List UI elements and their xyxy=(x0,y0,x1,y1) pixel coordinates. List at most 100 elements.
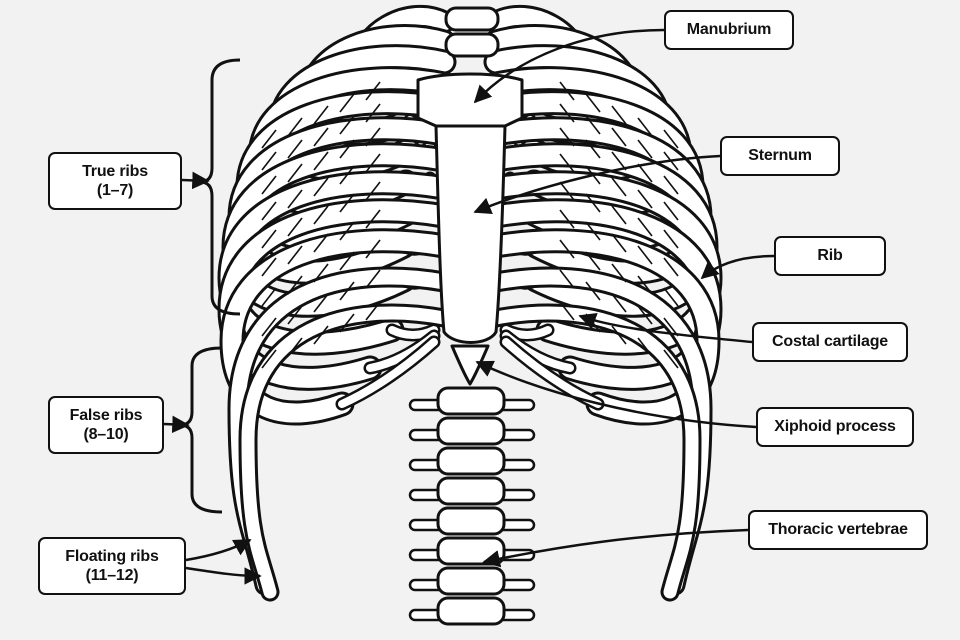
rib-shading-line xyxy=(637,245,653,265)
rib-shading-line xyxy=(611,127,627,147)
rib-10-left xyxy=(222,231,454,423)
xiphoid-process xyxy=(450,344,490,386)
rib-shading-line xyxy=(313,205,329,225)
false-ribs-bracket xyxy=(179,346,223,514)
rib-shading-line xyxy=(559,127,575,147)
rib-10-right xyxy=(486,231,718,423)
rib-shading-line xyxy=(559,209,575,229)
floating-ribs-name: Floating ribs xyxy=(65,547,159,565)
floating-ribs-pointer-upper xyxy=(185,538,252,562)
rib-shading-line xyxy=(559,301,575,321)
rib-shading-line xyxy=(339,251,355,271)
manubrium xyxy=(416,72,524,128)
rib-shading-line xyxy=(287,139,303,159)
rib-shading-line xyxy=(313,325,329,345)
rib-shading-line xyxy=(261,257,277,277)
rib-shading-line xyxy=(611,293,627,313)
thoracic-vertebrae-pointer xyxy=(482,528,749,568)
rib-shading-line xyxy=(261,175,277,195)
ribs-group xyxy=(217,5,723,602)
vertebra-body xyxy=(436,596,506,626)
rib-shading-line xyxy=(637,139,653,159)
upper-vertebra xyxy=(444,6,500,32)
rib-shading-line xyxy=(611,233,627,253)
rib-shading-line xyxy=(261,201,277,221)
rib-shading-line xyxy=(339,93,355,113)
rib-shading-line xyxy=(313,233,329,253)
costal-cartilage-label: Costal cartilage xyxy=(752,322,908,362)
rib-shading-line xyxy=(585,281,601,301)
sternum-body xyxy=(434,124,507,344)
rib-shading-line xyxy=(261,317,277,337)
rib-shading-line xyxy=(339,165,355,185)
rib-shading-line xyxy=(287,245,303,265)
manubrium-pointer xyxy=(473,28,665,104)
rib-shading-line xyxy=(287,163,303,183)
false-ribs-name: False ribs xyxy=(69,406,143,424)
rib-shading-line xyxy=(611,325,627,345)
rib-shading-line xyxy=(637,217,653,237)
sternum-pointer xyxy=(473,154,721,215)
rib-shading-line xyxy=(637,189,653,209)
rib-shading-line xyxy=(585,251,601,271)
rib-shading-line xyxy=(261,349,277,369)
rib-shading-line xyxy=(663,287,679,307)
rib-shading-line xyxy=(287,337,303,357)
rib-shading-line xyxy=(559,239,575,259)
rib-10-right-cartilage xyxy=(502,338,602,408)
rib-shading-line xyxy=(313,105,329,125)
rib-shading-line xyxy=(637,117,653,137)
false-ribs-range: (8–10) xyxy=(83,426,129,443)
rib-shading-line xyxy=(287,217,303,237)
rib-shading-line xyxy=(637,337,653,357)
rib-label: Rib xyxy=(774,236,886,276)
rib-shading-line xyxy=(339,313,355,333)
rib-shading-line xyxy=(365,127,381,147)
vertebra-body xyxy=(436,386,506,416)
rib-shading-line xyxy=(637,275,653,295)
true-ribs-range: (1–7) xyxy=(96,182,134,199)
rib-shading-line xyxy=(365,153,381,173)
rib-12-right xyxy=(489,306,699,599)
rib-shading-line xyxy=(585,139,601,159)
vertebra-body xyxy=(436,506,506,536)
rib-shading-line xyxy=(663,349,679,369)
floating-ribs-range: (11–12) xyxy=(85,567,139,584)
rib-shading-line xyxy=(585,221,601,241)
rib-shading-line xyxy=(559,181,575,201)
false-ribs-pointer xyxy=(163,415,190,434)
rib-shading-line xyxy=(365,301,381,321)
rib-pointer xyxy=(700,254,775,280)
thoracic-vertebrae xyxy=(408,6,536,626)
rib-shading-line xyxy=(339,193,355,213)
vertebra-body xyxy=(436,416,506,446)
rib-shading-line xyxy=(663,201,679,221)
rib-shading-line xyxy=(287,275,303,295)
rib-shading-line xyxy=(339,139,355,159)
sternum-label: Sternum xyxy=(720,136,840,176)
true-ribs-pointer xyxy=(181,171,210,190)
rib-shading-line xyxy=(637,305,653,325)
floating-ribs-label: Floating ribs (11–12) xyxy=(38,537,186,595)
thoracic-vertebrae-label: Thoracic vertebrae xyxy=(748,510,928,550)
rib-shading-line xyxy=(313,177,329,197)
xiphoid-process-pointer xyxy=(475,360,757,429)
manubrium-label: Manubrium xyxy=(664,10,794,50)
rib-shading-line xyxy=(365,239,381,259)
rib-shading-line xyxy=(287,305,303,325)
rib-shading-line xyxy=(611,105,627,125)
rib-12-left xyxy=(241,306,451,599)
rib-shading-line xyxy=(559,103,575,123)
rib-shading-line xyxy=(339,115,355,135)
rib-shading-line xyxy=(339,281,355,301)
rib-shading-line xyxy=(365,81,381,101)
rib-shading-line xyxy=(261,151,277,171)
true-ribs-name: True ribs xyxy=(82,162,148,180)
rib-shading-line xyxy=(611,205,627,225)
rib-shading-line xyxy=(365,209,381,229)
costal-cartilage-pointer xyxy=(578,312,753,344)
leader-lines xyxy=(163,28,775,585)
floating-ribs-pointer-lower xyxy=(185,566,262,585)
rib-shading-line xyxy=(287,189,303,209)
false-ribs-label: False ribs (8–10) xyxy=(48,396,164,454)
